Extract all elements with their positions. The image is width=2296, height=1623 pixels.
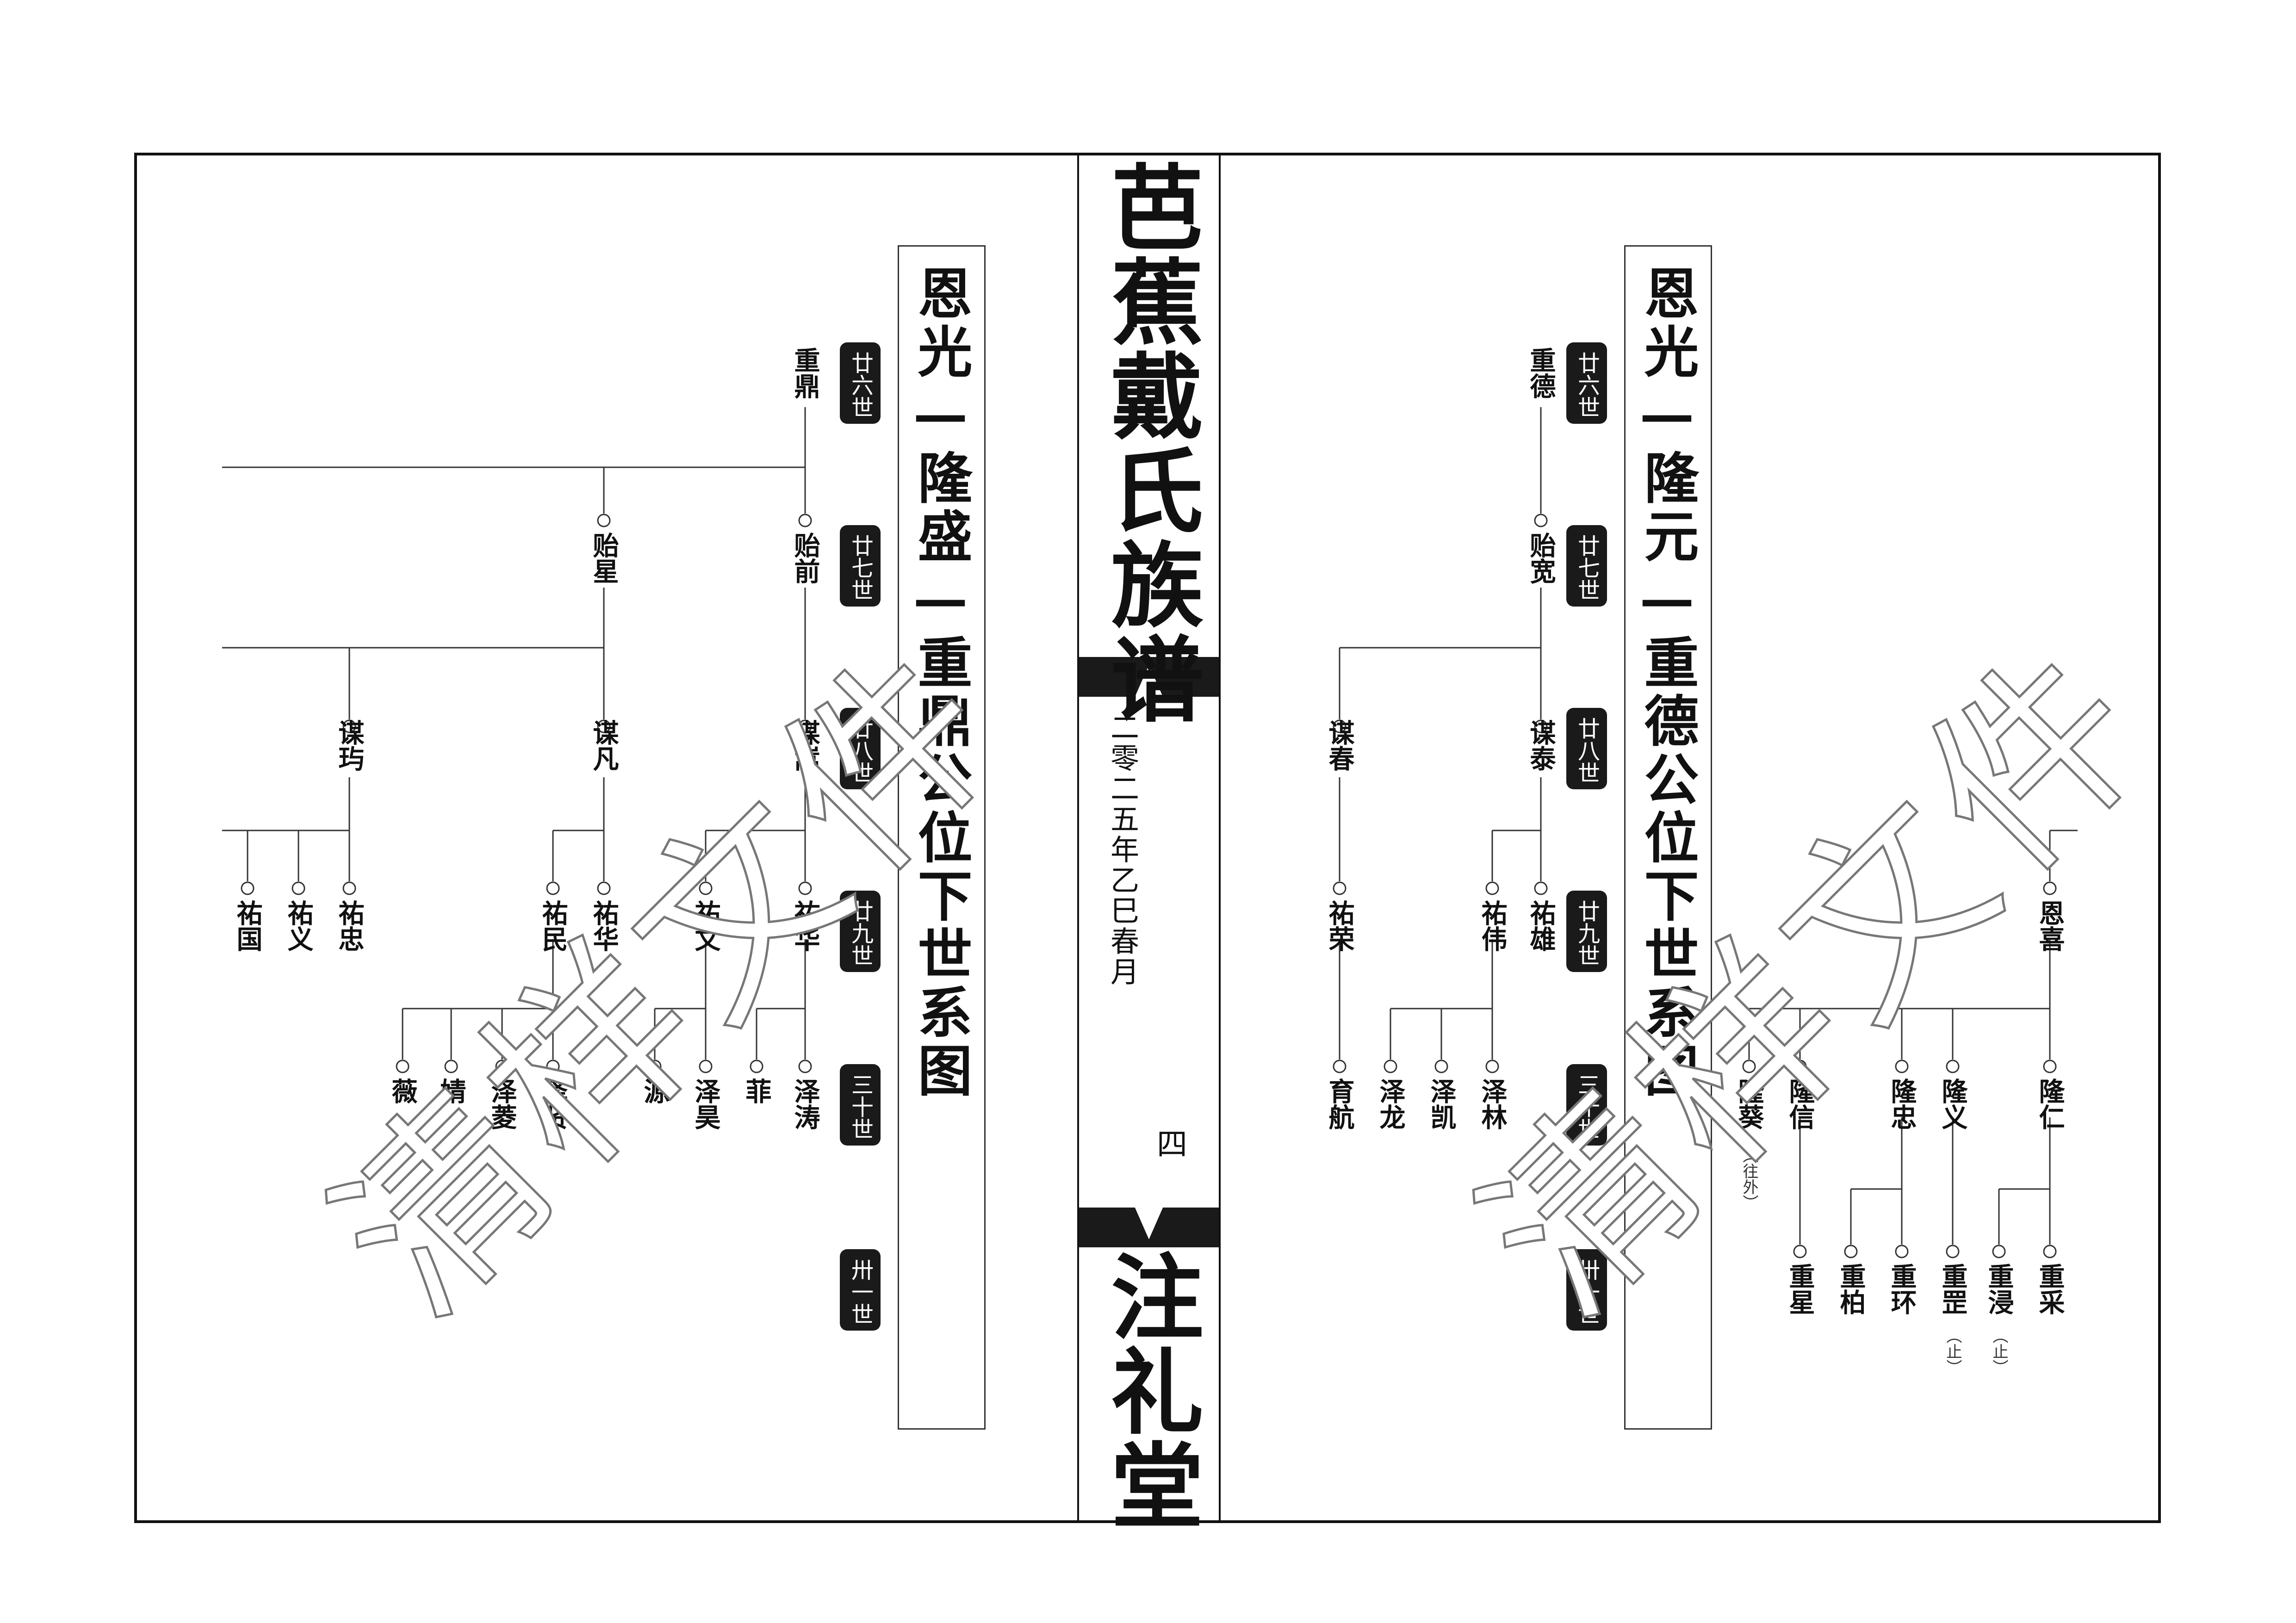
person-name: 祐民 (538, 900, 568, 952)
generation-tag-31-right: 卅一世 (1566, 1249, 1607, 1331)
person-name: 谋春 (1324, 719, 1355, 771)
person-name: 祐忠 (334, 900, 365, 952)
page-frame (134, 153, 2161, 1523)
person-name: 谋泰 (1526, 719, 1556, 771)
generation-tag-31-left: 卅一世 (840, 1249, 881, 1331)
person-name: 隆葵 (1734, 1078, 1764, 1130)
person-name: 泽凯 (1426, 1078, 1457, 1130)
generation-tag-26-right: 廿六世 (1566, 342, 1607, 424)
person-name: 恩喜 (2035, 900, 2065, 952)
person-name: 谋玙 (334, 719, 365, 771)
generation-tag-27-right: 廿七世 (1566, 525, 1607, 607)
spine-title: 芭蕉戴氏族谱 (1095, 160, 1204, 726)
right-chart-title: 恩光—隆元—重德公位下世系图 (1635, 265, 1699, 1101)
generation-tag-29-left: 廿九世 (840, 891, 881, 972)
generation-tag-30-left: 三十世 (840, 1064, 881, 1146)
person-name: 隆义 (1937, 1078, 1968, 1130)
person-name: 泽涛 (790, 1078, 820, 1130)
spine-hall-name: 注礼堂 (1095, 1249, 1204, 1532)
generation-tag-26-left: 廿六世 (840, 342, 881, 424)
person-name: 贻星 (589, 532, 619, 584)
person-name: 泽昊 (690, 1078, 721, 1130)
generation-tag-28-left: 廿八世 (840, 708, 881, 789)
person-name: 祐国 (232, 900, 263, 952)
person-name: 重德 (1526, 347, 1556, 399)
person-name: 重采 (2035, 1263, 2065, 1315)
person-name: 贻前 (790, 532, 820, 584)
person-name: 隆信 (1785, 1078, 1815, 1130)
person-name: 婧 (436, 1078, 466, 1104)
note-stop: （止） (1990, 1328, 2008, 1375)
person-name: 重环 (1886, 1263, 1917, 1315)
person-name: 祐华 (589, 900, 619, 952)
person-name: 重柏 (1836, 1263, 1866, 1315)
person-name: 贻宽 (1526, 532, 1556, 584)
person-name: 菲 (741, 1078, 772, 1104)
person-name: 泽林 (1477, 1078, 1508, 1130)
person-name: 重浸 (1984, 1263, 2014, 1315)
note-stop: （止） (1943, 1328, 1962, 1375)
generation-tag-29-right: 廿九世 (1566, 891, 1607, 972)
right-chart-title-box: 恩光—隆元—重德公位下世系图 (1624, 245, 1712, 1430)
book-spine (1077, 153, 1221, 1523)
generation-tag-27-left: 廿七世 (840, 525, 881, 607)
person-name: 祐雄 (1526, 900, 1556, 952)
left-chart-title-box: 恩光—隆盛—重鼎公位下世系图 (898, 245, 986, 1430)
generation-tag-28-right: 廿八世 (1566, 708, 1607, 789)
person-name: 隆仁 (2035, 1078, 2065, 1130)
person-name: 隆忠 (1886, 1078, 1917, 1130)
person-name: 祐文 (690, 900, 721, 952)
person-name: 重罡 (1937, 1263, 1968, 1315)
page-number: 四 (1157, 1127, 1187, 1162)
person-name: 祐华 (790, 900, 820, 952)
person-name: 泽龙 (1375, 1078, 1406, 1130)
person-name: 泽贤 (538, 1078, 568, 1130)
person-name: 谋嵩 (790, 719, 820, 771)
person-name: 薇 (387, 1078, 418, 1104)
generation-tag-30-right: 三十世 (1566, 1064, 1607, 1146)
person-name: 祐伟 (1477, 900, 1508, 952)
left-chart-title: 恩光—隆盛—重鼎公位下世系图 (908, 265, 973, 1101)
person-name: 祐义 (283, 900, 314, 952)
person-name: 源 (639, 1078, 670, 1104)
person-name: 泽菱 (487, 1078, 517, 1130)
person-name: 重星 (1785, 1263, 1815, 1315)
person-name: 祐荣 (1324, 900, 1355, 952)
person-name: 谋凡 (589, 719, 619, 771)
person-name: 重鼎 (790, 347, 820, 399)
note-outside: （往外） (1740, 1147, 1758, 1210)
person-name: 育航 (1324, 1078, 1355, 1130)
spine-date: 二零二五年乙巳春月 (1105, 712, 1139, 987)
